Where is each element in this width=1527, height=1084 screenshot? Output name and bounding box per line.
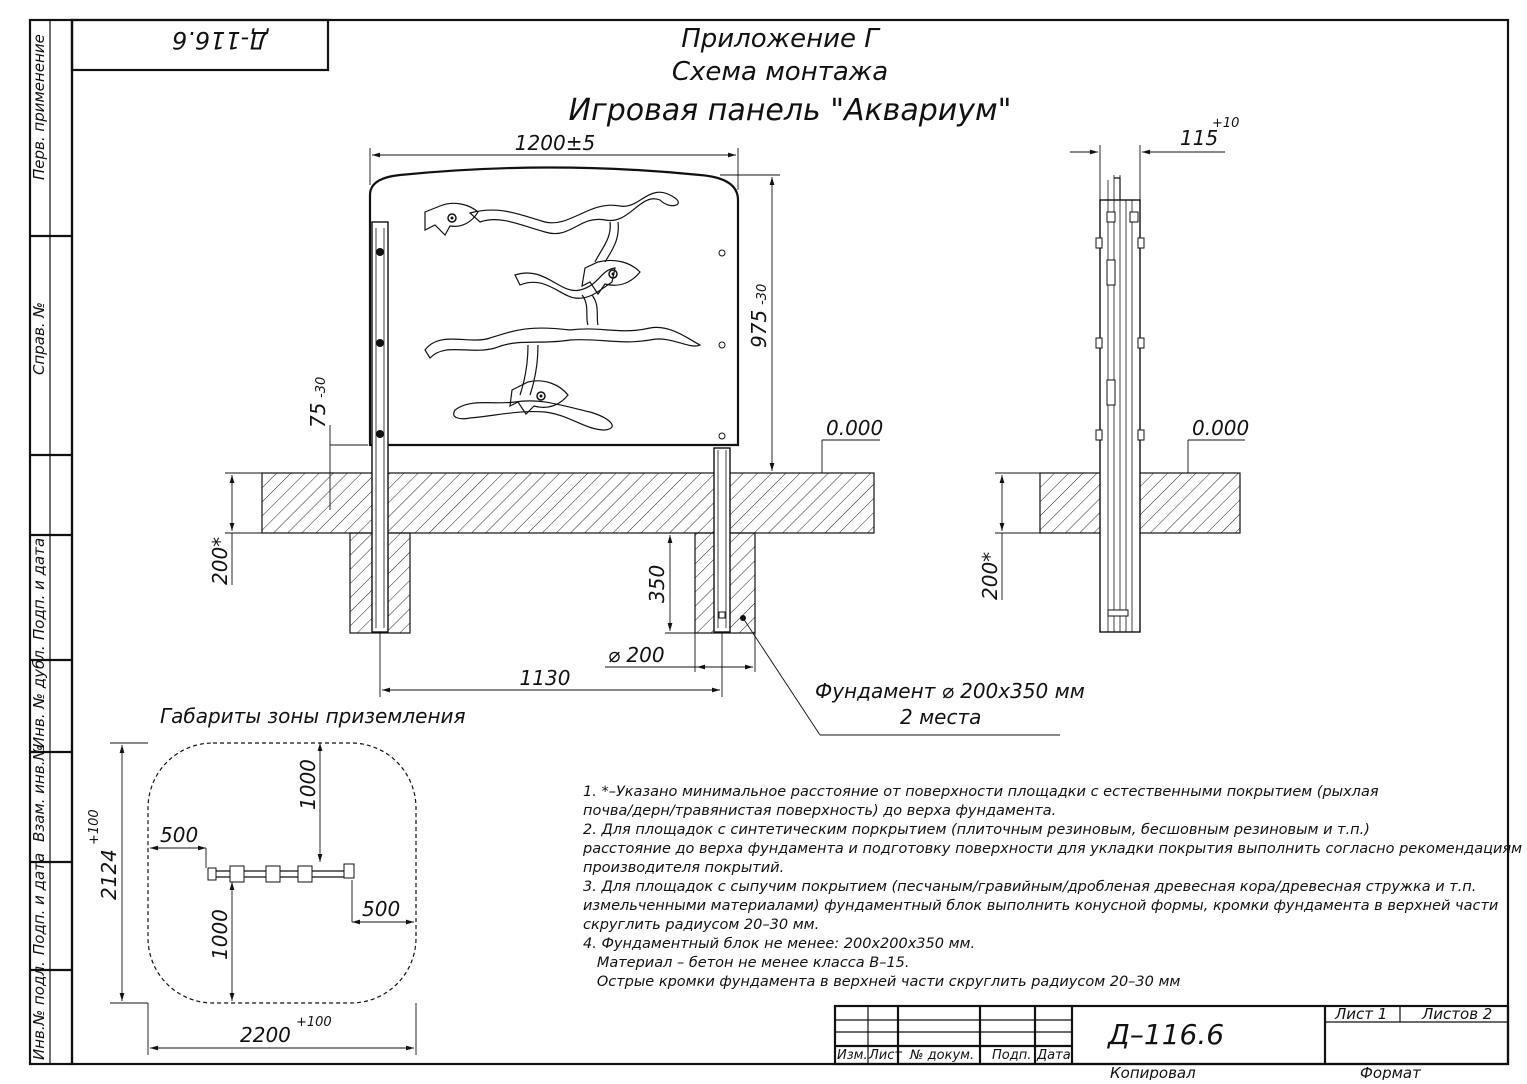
panel-ornament [424,191,702,431]
note-line: 3. Для площадок с сыпучим покрытием (пес… [583,879,1476,895]
tb-col-izm: Изм. [837,1048,868,1063]
side-depth: 200* [978,552,1002,600]
side-label-2: Справ. № [30,302,48,375]
front-gap-tol: -30 [314,377,329,398]
note-line: почва/дерн/травянистая поверхность) до в… [583,803,1056,819]
tb-sheet: Лист 1 [1334,1005,1387,1023]
side-view: 115 +10 0.000 200* [978,116,1249,633]
note-line: Острые кромки фундамента в верхней части… [583,974,1180,990]
zone-height: 2124 [97,849,121,900]
note-line: производителя покрытий. [583,860,784,876]
tb-sheets: Листов 2 [1421,1005,1492,1023]
tb-col-sign: Подп. [992,1048,1031,1063]
title-block-top: Приложение Г Схема монтажа Игровая панел… [569,24,1012,128]
note-line: 1. *–Указано минимальное расстояние от п… [583,784,1379,800]
side-thickness-tol: +10 [1212,116,1239,131]
zone-width-tol: +100 [296,1015,332,1030]
note-line: 4. Фундаментный блок не менее: 200х200х3… [583,936,975,952]
front-found-diam: ⌀ 200 [608,643,665,667]
side-thickness: 115 [1180,126,1218,150]
zone-height-tol: +100 [87,809,102,845]
zone-width: 2200 [240,1023,291,1047]
zone-right: 500 [362,897,400,921]
zone-bottom: 1000 [208,909,232,960]
side-level: 0.000 [1192,416,1249,440]
title-block: Изм. Лист № докум. Подп. Дата Д–116.6 Ли… [833,1004,1510,1082]
note-line: измельченными материалами) фундаментный … [583,898,1498,914]
front-view: 1200±5 975 -30 75 -30 200* 0.000 350 ⌀ 2… [208,131,1085,736]
fish-3 [509,380,569,415]
front-spacing: 1130 [520,666,571,690]
title-appendix: Приложение Г [681,24,881,54]
notes: 1. *–Указано минимальное расстояние от п… [582,784,1522,990]
zone-outline [147,742,417,1004]
title-scheme: Схема монтажа [672,57,888,87]
side-label-4: Инв. № дубл. [30,645,48,748]
tb-code: Д–116.6 [1106,1018,1224,1051]
fish-2 [581,259,641,296]
front-height-dim: 975 [747,310,771,348]
side-label-5: Взам. инв.№ [30,745,48,842]
panel-outline [368,166,740,447]
front-height-tol: -30 [755,284,770,305]
tb-format: Формат [1360,1064,1422,1080]
ground-slab [261,472,875,534]
title-product: Игровая панель "Аквариум" [569,93,1012,128]
tb-copied: Копировал [1110,1064,1196,1080]
tb-col-doc: № докум. [909,1048,974,1063]
zone-top: 1000 [296,759,320,810]
front-level: 0.000 [826,416,883,440]
top-stamp: Д-116.6 [70,18,330,72]
note-line: скруглить радиусом 20–30 мм. [583,917,819,933]
zone-title: Габариты зоны приземления [160,704,466,728]
foundation-count: 2 места [900,705,981,729]
side-label-1: Перв. применение [30,34,48,180]
tb-col-list: Лист [868,1048,902,1063]
zone-left: 500 [160,823,198,847]
note-line: расстояние до верха фундамента и подгото… [582,841,1522,857]
top-stamp-code: Д-116.6 [172,26,269,54]
front-depth-dim: 200* [208,537,232,585]
front-found-depth: 350 [645,565,669,603]
post-left [371,221,389,633]
side-label-3: Подп. и дата [30,538,48,640]
side-label-6: Подп. и дата [30,853,48,955]
landing-zone: Габариты зоны приземления 1000 1000 500 … [87,704,466,1055]
fish-1 [424,202,479,236]
post-right [713,447,731,633]
foundation-note: Фундамент ⌀ 200х350 мм [815,679,1085,703]
side-label-7: Инв.№ подл. [30,961,48,1060]
side-labels: Перв. применение Справ. № Подп. и дата И… [30,34,48,1060]
sheet-frame [28,18,1510,1066]
front-width-dim: 1200±5 [515,131,595,155]
front-gap-dim: 75 [306,403,330,428]
tb-col-date: Дата [1036,1048,1071,1063]
note-line: 2. Для площадок с синтетическим поркрыти… [583,822,1370,838]
note-line: Материал – бетон не менее класса В–15. [583,955,910,971]
